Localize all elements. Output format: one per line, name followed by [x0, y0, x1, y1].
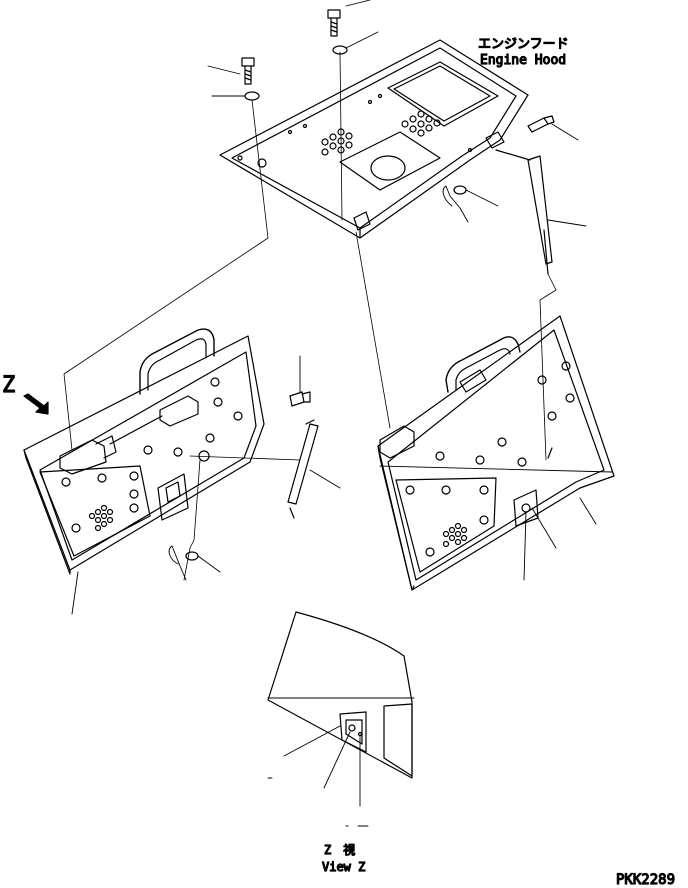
gas-strut-upper [495, 149, 587, 275]
view-z-label-jp: Z 視 [324, 842, 355, 857]
pin-left [289, 355, 311, 407]
left-cover [23, 328, 265, 575]
left-cover-hole-cluster [88, 504, 114, 532]
alignment-lines [63, 51, 557, 461]
drawing-code: PKK2289 [616, 872, 675, 888]
washer-hood-right [453, 185, 467, 195]
hood-stud-right [527, 115, 579, 141]
engine-hood-label-jp: エンジンフード [478, 37, 569, 52]
view-z-label-en: View Z [322, 860, 365, 874]
cotter-pin-hood [442, 185, 469, 223]
bolt-top-left [241, 57, 255, 85]
hood-hole-cluster-left [321, 128, 353, 156]
right-cover [377, 315, 615, 591]
washer-top-left [244, 91, 260, 101]
view-z-detail [267, 611, 415, 779]
bolt-top-center [327, 9, 341, 37]
view-arrow-icon [23, 393, 49, 415]
engine-hood-label-en: Engine Hood [480, 53, 566, 68]
view-marker-label: Z [2, 373, 15, 398]
gas-strut-left [287, 419, 341, 519]
cotter-pin-left [168, 545, 187, 581]
hood-hole-cluster-right [401, 110, 441, 137]
engine-hood [219, 39, 529, 239]
right-cover-hole-cluster [442, 522, 468, 548]
washer-left [185, 551, 199, 561]
